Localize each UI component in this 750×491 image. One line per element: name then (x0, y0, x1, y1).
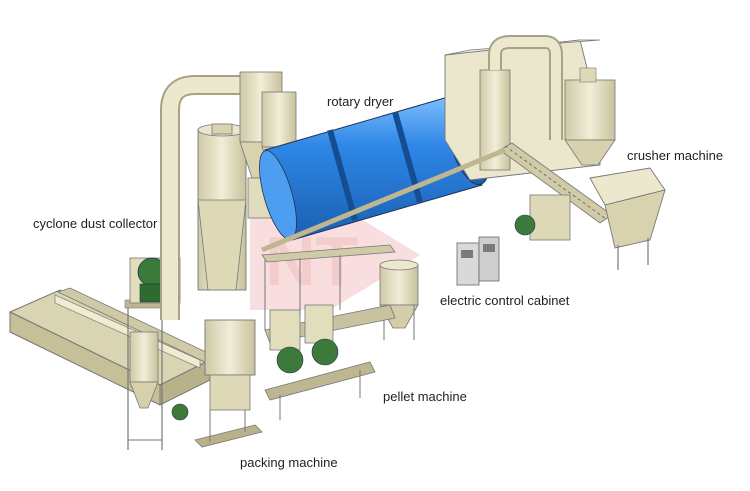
cyclone-dust-collector (197, 123, 247, 291)
storage-silo (564, 67, 616, 166)
label-packing-machine: packing machine (240, 455, 338, 470)
support-frame (261, 244, 396, 330)
small-cyclone (124, 299, 166, 450)
packing-machine (171, 319, 263, 448)
label-rotary-dryer: rotary dryer (327, 94, 394, 109)
label-cyclone-dust-collector: cyclone dust collector (33, 216, 158, 231)
air-duct (160, 75, 245, 320)
transfer-pipe (261, 147, 506, 253)
label-crusher-machine: crusher machine (627, 148, 724, 163)
electric-control-cabinet (456, 236, 500, 286)
label-pellet-machine: pellet machine (383, 389, 467, 404)
label-electric-control-cabinet: electric control cabinet (440, 293, 570, 308)
pellet-machine (264, 304, 396, 420)
hot-air-furnace (444, 35, 601, 181)
cooler-hopper (379, 259, 419, 340)
crusher-machine (514, 167, 666, 270)
